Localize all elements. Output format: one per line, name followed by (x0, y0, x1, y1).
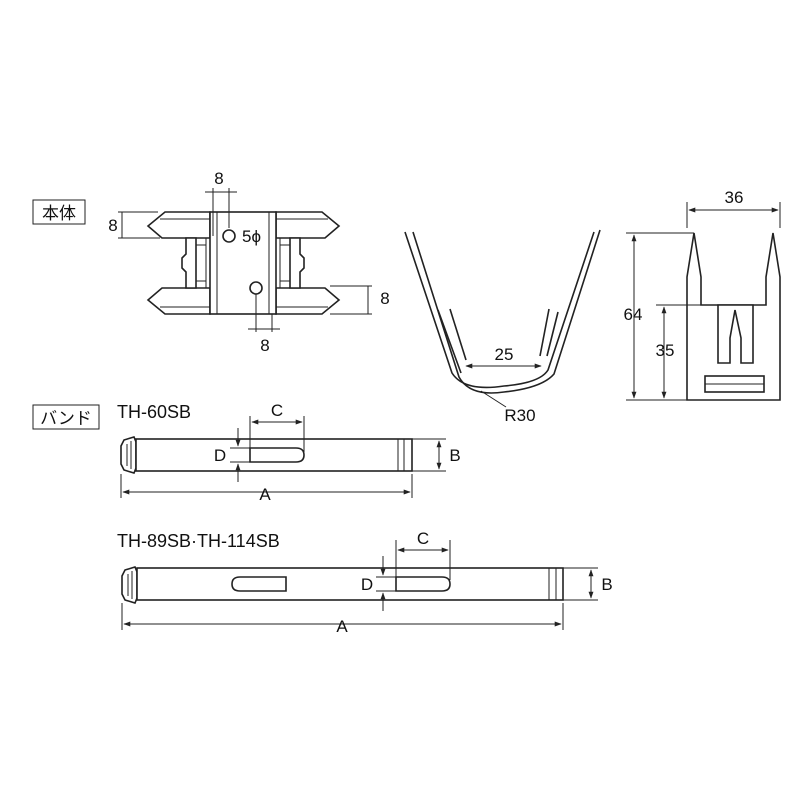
band1-drawing: C D B A (120, 401, 461, 504)
band2-model: TH-89SB·TH-114SB (117, 531, 280, 551)
dim-side-width: 36 (725, 188, 744, 207)
dim-inner-width: 25 (495, 345, 514, 364)
body-front-view (146, 211, 341, 315)
dim-left-width: 8 (108, 216, 117, 235)
body-side-view: 36 64 35 (624, 188, 781, 401)
dim-slot-height: 35 (656, 341, 675, 360)
band1-dim-b: B (449, 446, 460, 465)
label-body: 本体 (42, 204, 76, 223)
band1-dim-a: A (259, 485, 271, 504)
band1-dim-c: C (271, 401, 283, 420)
body-profile-view: 25 R30 (404, 229, 601, 425)
band2-dim-a: A (336, 617, 348, 636)
upper-hole (222, 229, 236, 243)
dim-bottom-hole-pitch: 8 (260, 336, 269, 355)
dim-radius: R30 (504, 406, 535, 425)
band1-dim-d: D (214, 446, 226, 465)
band2-drawing: C D B A (121, 529, 613, 636)
band2-dim-d: D (361, 575, 373, 594)
dim-right-width: 8 (380, 289, 389, 308)
band2-dim-c: C (417, 529, 429, 548)
dim-total-height: 64 (624, 305, 643, 324)
lower-hole (249, 281, 263, 295)
dim-hole-dia: 5ϕ (242, 227, 261, 246)
dim-top-hole-pitch: 8 (214, 169, 223, 188)
band1-model: TH-60SB (117, 402, 191, 422)
label-band: バンド (40, 409, 92, 428)
label-band-box: バンド (32, 404, 100, 430)
label-body-box: 本体 (32, 199, 86, 225)
band2-dim-b: B (601, 575, 612, 594)
body-front-dimensions: 8 8 5ϕ 8 8 (108, 169, 389, 355)
